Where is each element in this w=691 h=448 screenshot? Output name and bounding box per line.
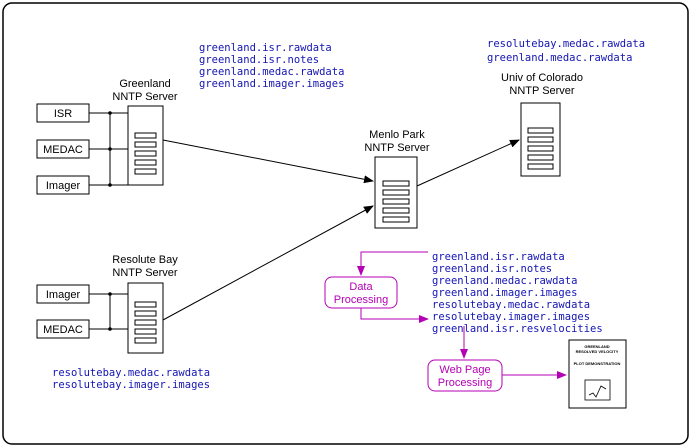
server-greenland-type: NNTP Server [112,91,178,103]
svg-text:greenland.isr.rawdata: greenland.isr.rawdata [199,42,332,54]
resolute-bus [89,293,128,330]
newsgroups-processing: greenland.isr.rawdata greenland.isr.note… [432,251,603,335]
arrow-greenland-to-menlo [162,139,374,184]
svg-text:greenland.medac.rawdata: greenland.medac.rawdata [432,275,577,287]
process-links [357,251,567,379]
resolute-bus-dots [108,292,112,331]
server-menlo-park [374,156,418,229]
server-colorado-type: NNTP Server [509,85,575,97]
source-imager-resolute: Imager [36,284,90,304]
svg-text:resolutebay.medac.rawdata: resolutebay.medac.rawdata [432,299,590,311]
svg-text:resolutebay.medac.rawdata: resolutebay.medac.rawdata [487,38,645,50]
server-menlo-name: Menlo Park [369,129,425,141]
svg-text:greenland.imager.images: greenland.imager.images [432,287,577,299]
source-medac2-label: MEDAC [43,324,83,336]
server-resolute-name: Resolute Bay [112,254,178,266]
source-isr-label: ISR [54,108,72,120]
source-medac-greenland: MEDAC [36,139,90,159]
svg-text:Web Page: Web Page [439,364,490,376]
server-greenland [127,105,164,186]
arrow-feed-to-data-processing [357,251,428,276]
arrow-data-processing-to-groups [360,308,429,323]
webpage-plot-line [588,385,607,398]
server-menlo-type: NNTP Server [364,142,430,154]
process-web-page: Web Page Processing [427,359,503,392]
greenland-bus-dots [108,111,112,187]
process-data: Data Processing [324,276,398,309]
svg-text:Data: Data [349,281,373,293]
svg-text:greenland.isr.rawdata: greenland.isr.rawdata [432,251,565,263]
webpage-plot-frame [584,379,611,401]
source-medac-label: MEDAC [43,144,83,156]
newsgroups-colorado: resolutebay.medac.rawdata greenland.meda… [487,38,645,64]
server-colorado [520,102,561,177]
svg-text:greenland.isr.notes: greenland.isr.notes [199,54,319,66]
svg-text:Processing: Processing [438,377,492,389]
server-resolute-type: NNTP Server [112,267,178,279]
webpage-title-line2: RESOLVED VELOCITY [576,349,619,354]
server-colorado-name: Univ of Colorado [501,72,583,84]
newsgroups-greenland: greenland.isr.rawdata greenland.isr.note… [199,42,344,90]
svg-text:resolutebay.medac.rawdata: resolutebay.medac.rawdata [52,367,210,379]
arrow-resolute-to-menlo [162,205,374,321]
svg-text:Processing: Processing [334,294,388,306]
newsgroups-resolute: resolutebay.medac.rawdata resolutebay.im… [52,367,210,391]
svg-text:greenland.medac.rawdata: greenland.medac.rawdata [199,66,344,78]
svg-text:greenland.imager.images: greenland.imager.images [199,78,344,90]
svg-text:greenland.medac.rawdata: greenland.medac.rawdata [487,52,632,64]
source-imager-label: Imager [46,180,81,192]
svg-text:resolutebay.imager.images: resolutebay.imager.images [432,311,590,323]
svg-text:greenland.isr.notes: greenland.isr.notes [432,263,552,275]
webpage-title-line1: GREENLAND [584,344,609,349]
source-imager-greenland: Imager [36,175,90,195]
source-isr: ISR [36,103,90,123]
arrow-menlo-to-colorado [416,139,520,187]
svg-text:greenland.isr.resvelocities: greenland.isr.resvelocities [432,323,603,335]
server-greenland-name: Greenland [119,78,170,90]
source-medac-resolute: MEDAC [36,319,90,339]
server-links [162,139,520,321]
server-resolute [127,282,164,354]
web-page-output: GREENLAND RESOLVED VELOCITY PLOT DEMONST… [568,339,627,409]
svg-text:resolutebay.imager.images: resolutebay.imager.images [52,379,210,391]
source-imager2-label: Imager [46,289,81,301]
webpage-subtitle: PLOT DEMONSTRATION [574,361,621,366]
